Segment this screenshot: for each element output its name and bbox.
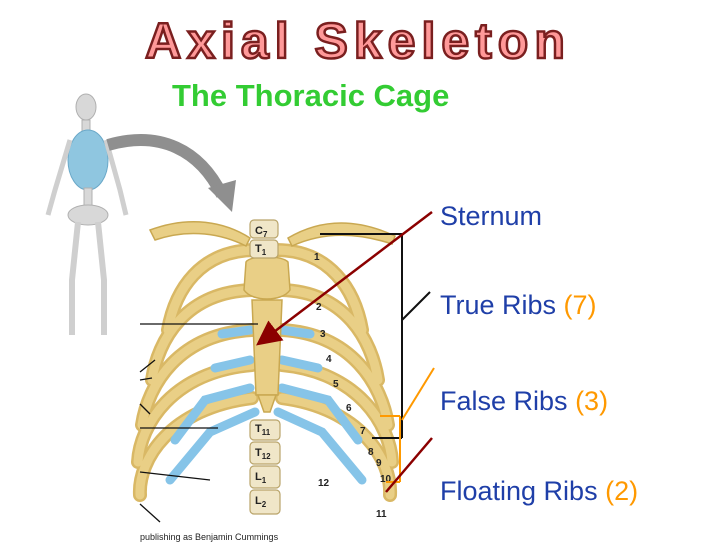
label-sternum-name: Sternum [440,201,543,231]
slide-title: Axial Skeleton [144,12,571,71]
rib-number-9: 9 [376,458,382,469]
label-false-ribs-count: (3) [575,386,609,416]
label-t1: T1 [255,243,267,257]
left-leader-lines [139,323,258,523]
label-t12: T12 [255,447,271,461]
label-false-ribs-name: False Ribs [440,386,568,416]
label-false-ribs: False Ribs (3) [440,386,608,417]
rib-number-6: 6 [346,403,352,414]
slide-title-text: Axial Skeleton [145,13,571,69]
rib-number-5: 5 [333,379,339,390]
label-true-ribs-count: (7) [563,290,597,320]
image-credit: publishing as Benjamin Cummings [140,532,279,542]
rib-number-8: 8 [368,447,374,458]
rib-bracket [320,233,431,439]
label-t11: T11 [255,423,271,437]
label-l2: L2 [255,495,267,509]
skeleton-thumbnail [45,93,129,335]
costal-cartilage [165,325,367,485]
label-floating-ribs: Floating Ribs (2) [440,476,638,507]
rib-number-3: 3 [320,329,326,340]
rib-number-7: 7 [360,426,366,437]
rib-number-11: 11 [376,509,387,520]
rib-number-2: 2 [316,302,322,313]
pointer-arrow-icon [106,134,228,198]
rib-number-12: 12 [318,478,330,489]
label-true-ribs: True Ribs (7) [440,290,597,321]
label-c7: C7 [255,225,268,239]
rib-number-10: 10 [380,474,392,485]
label-floating-ribs-name: Floating Ribs [440,476,598,506]
label-sternum: Sternum [440,201,542,232]
slide-subtitle: The Thoracic Cage [172,78,450,113]
sternum-pointer [256,211,433,346]
label-l1: L1 [255,471,267,485]
rib-number-1: 1 [314,252,320,263]
false-ribs-bracket [380,367,435,483]
label-true-ribs-name: True Ribs [440,290,557,320]
label-floating-ribs-count: (2) [605,476,639,506]
rib-number-4: 4 [326,354,332,365]
floating-ribs-pointer [385,437,433,493]
vertebral-column [249,219,281,515]
